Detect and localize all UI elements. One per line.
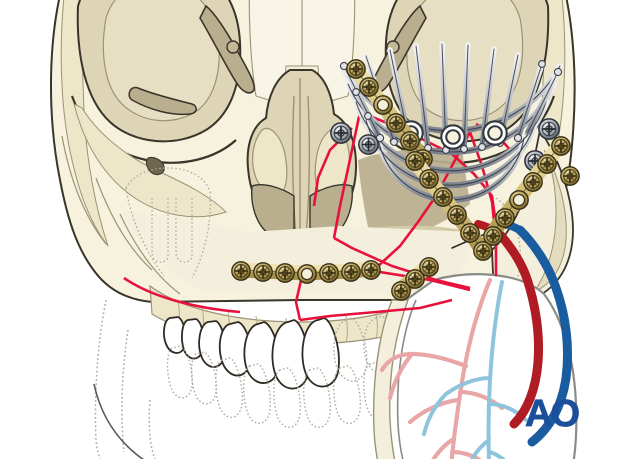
lefort-plate-screw-3 — [275, 263, 295, 283]
tooth-upper-6 — [271, 319, 310, 390]
arch-plate-screw-2 — [537, 154, 557, 174]
tooth-lower-2 — [190, 351, 218, 405]
tooth-upper-hidden-2 — [363, 315, 396, 375]
vascular-group — [379, 218, 572, 459]
zm-plate-screw-5 — [460, 223, 480, 243]
facial-vein — [515, 225, 572, 447]
lefort-plate-screw-2 — [253, 262, 273, 282]
mesh-screw-3 — [538, 118, 560, 140]
mandible-left-border — [93, 383, 144, 459]
mesh-screw-2 — [358, 134, 379, 155]
fracture-line-upper-medial — [332, 111, 362, 239]
lower-buttress-screw-3 — [419, 257, 439, 277]
fracture-line-left-maxilla-edge — [123, 276, 241, 314]
tooth-lower-1 — [166, 345, 194, 399]
left-hidden-root-outlines — [125, 167, 212, 279]
zygomatic-arch-plate — [483, 136, 571, 246]
rim-plate-screw-1 — [346, 59, 366, 79]
lefort-plate-empty-hole — [297, 264, 317, 284]
left-optic-foramen — [226, 40, 240, 54]
maxillary-le-fort-plate — [231, 260, 381, 284]
facial-artery — [493, 227, 543, 429]
arch-plate-empty-hole — [509, 190, 529, 210]
upper-link-screw-1 — [560, 166, 580, 186]
dentition-group — [93, 299, 494, 459]
fracture-line-lower-maxilla-left — [294, 275, 304, 321]
tooth-upper-5 — [243, 321, 280, 384]
tooth-upper-hidden-1 — [333, 317, 368, 382]
left-zygomatic-shadow — [73, 103, 227, 218]
mandible-bone-sliver — [372, 299, 410, 459]
nasal-septum — [291, 78, 311, 238]
fracture-line-inferior — [333, 236, 471, 290]
arch-plate-screw-5 — [483, 226, 503, 246]
lefort-plate-screw-6 — [361, 260, 381, 280]
tooth-lower-4 — [243, 363, 272, 424]
tooth-upper-4 — [218, 321, 252, 377]
zm-plate-screw-1 — [405, 151, 425, 171]
ao-watermark: AO — [525, 393, 578, 435]
arch-plate-screw-1 — [551, 136, 571, 156]
mandible-ramus-inner-edge — [396, 299, 417, 459]
upper-zygoma-link-plate — [560, 166, 580, 186]
fracture-line-diagonal-1 — [375, 131, 472, 269]
rim-plate-screw-3 — [386, 113, 406, 133]
upper-teeth — [163, 316, 340, 390]
rim-plate-screw-2 — [359, 77, 379, 97]
lower-buttress-plate — [391, 257, 439, 301]
nasal-region — [246, 65, 358, 239]
infraorbital-rim-plate — [346, 59, 433, 169]
mesh-screw-1 — [330, 122, 352, 144]
rim-plate-empty-hole — [373, 95, 393, 115]
zm-plate-screw-3 — [433, 187, 453, 207]
tooth-lower-5 — [273, 367, 302, 428]
zygomaticomaxillary-buttress-plate — [405, 151, 493, 261]
fracture-line-lower-box-bottom — [299, 298, 453, 322]
rim-plate-screw-4 — [400, 131, 420, 151]
fracture-line-diagonal-2 — [468, 131, 498, 276]
left-infraorbital-foramen — [145, 157, 165, 175]
mesh-open-ring-2 — [440, 124, 466, 150]
zm-plate-screw-2 — [419, 169, 439, 189]
right-mandible-mass — [372, 273, 578, 459]
lefort-plate-screw-4 — [319, 263, 339, 283]
lefort-plate-screw-1 — [231, 261, 251, 281]
lefort-plate-screw-5 — [341, 262, 361, 282]
arch-plate-screw-4 — [495, 208, 515, 228]
arch-plate-screw-3 — [523, 172, 543, 192]
zm-plate-screw-4 — [447, 205, 467, 225]
mesh-open-ring-3 — [482, 120, 508, 146]
left-facial-detail-lines — [61, 135, 181, 295]
tooth-upper-7 — [301, 317, 340, 388]
tooth-lower-6 — [303, 367, 332, 428]
left-orbit — [70, 0, 256, 164]
mandible-hidden-outline — [94, 299, 156, 459]
tooth-lower-3 — [215, 357, 244, 418]
left-inferior-orbital-fissure — [128, 86, 197, 116]
